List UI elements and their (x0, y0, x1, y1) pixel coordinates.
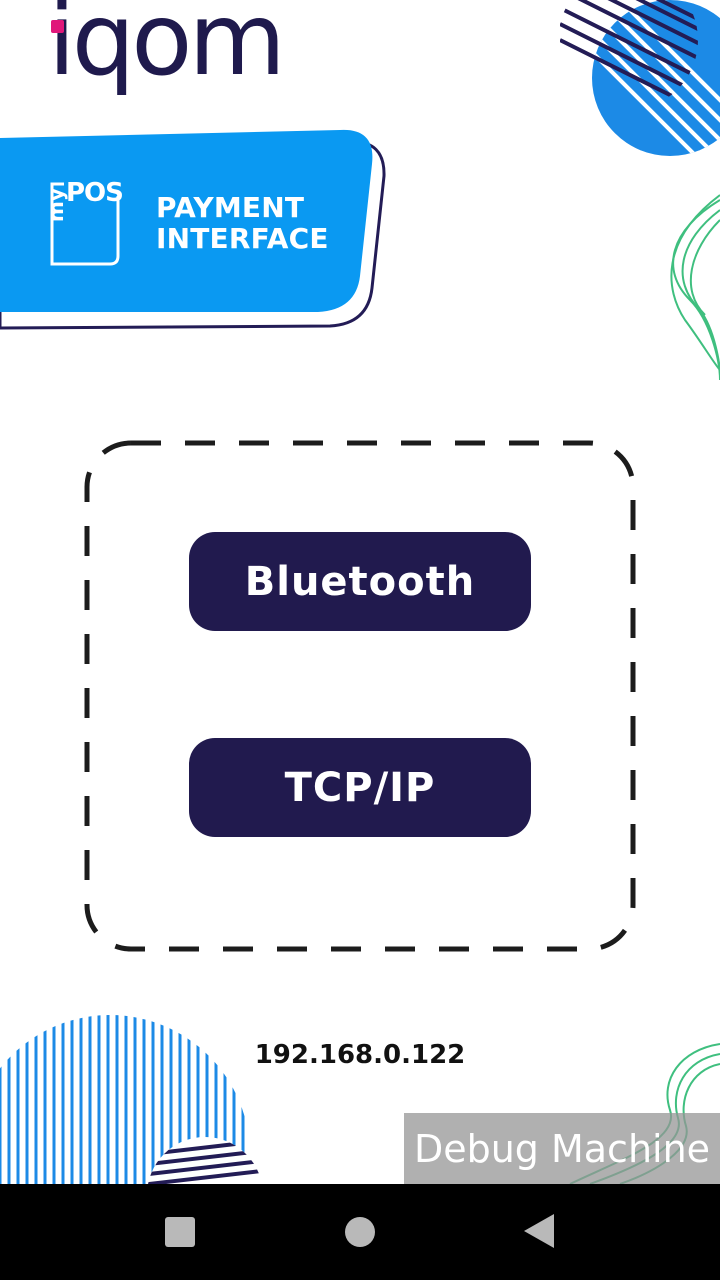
mypos-icon (48, 180, 122, 268)
iqom-logo: iqom (48, 0, 338, 128)
green-wave-decoration (660, 190, 720, 390)
banner-title-line2: INTERFACE (156, 222, 329, 255)
connection-options-frame (84, 440, 636, 952)
back-button[interactable] (480, 1184, 600, 1280)
logo-text: iqom (48, 0, 286, 98)
back-icon (524, 1214, 554, 1248)
ip-address: 192.168.0.122 (254, 1040, 466, 1070)
tcpip-button[interactable]: TCP/IP (189, 738, 531, 837)
banner-title-line1: PAYMENT (156, 191, 305, 224)
home-button[interactable] (300, 1184, 420, 1280)
bottom-left-decoration (0, 1005, 270, 1253)
debug-machine-badge: Debug Machine (404, 1113, 720, 1185)
top-right-decoration (559, 0, 720, 160)
payment-interface-banner (0, 128, 390, 330)
mypos-pos-text: POS (66, 178, 124, 208)
mypos-my-text: my (44, 188, 68, 222)
recent-apps-icon (165, 1217, 195, 1247)
home-icon (345, 1217, 375, 1247)
logo-accent-dot (51, 20, 64, 33)
bluetooth-button[interactable]: Bluetooth (189, 532, 531, 631)
recent-apps-button[interactable] (120, 1184, 240, 1280)
navigation-bar (0, 1184, 720, 1280)
